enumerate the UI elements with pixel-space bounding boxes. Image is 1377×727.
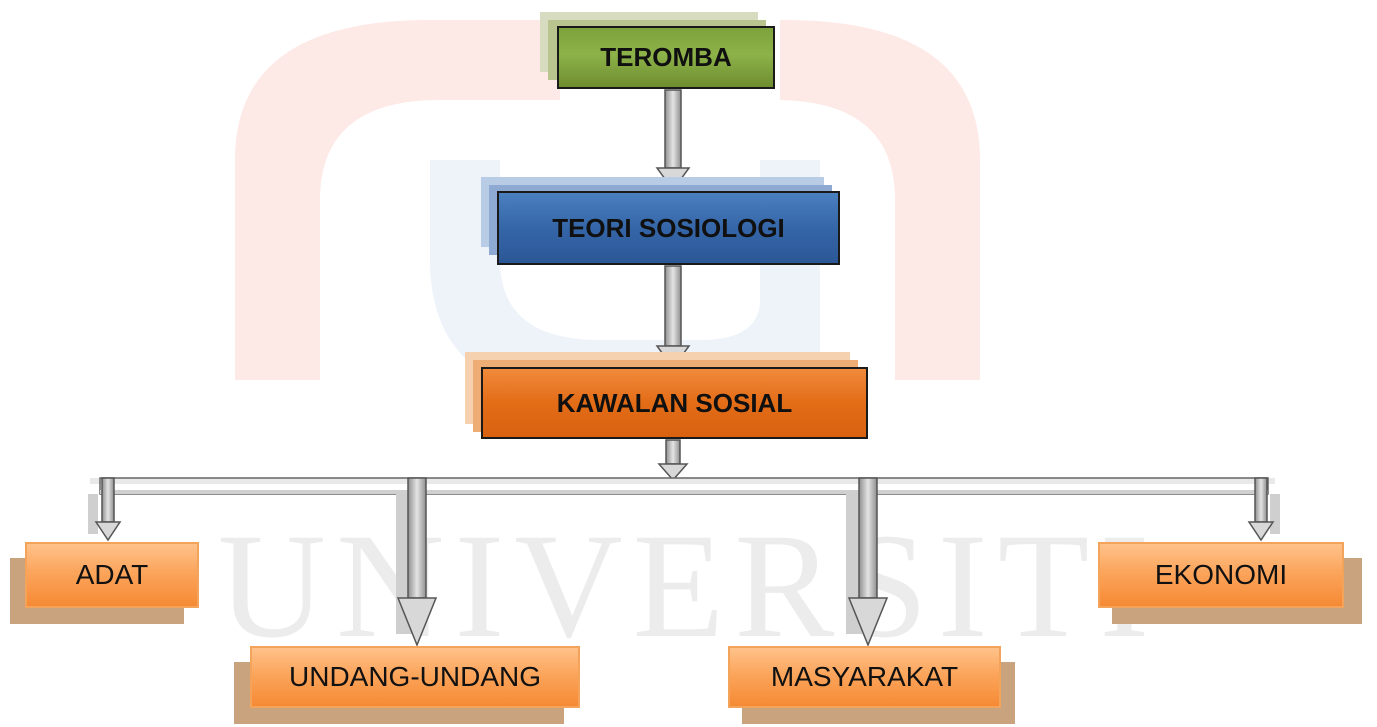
arrow-to-adat <box>94 477 122 542</box>
watermark-u-blue <box>430 160 820 400</box>
leaf-masyarakat: MASYARAKAT <box>728 646 1001 708</box>
leaf-adat: ADAT <box>25 542 199 608</box>
branch-shadow-adat <box>88 494 98 534</box>
node-teromba: TEROMBA <box>557 26 775 89</box>
branch-shadow-ekonomi <box>1270 494 1280 534</box>
watermark-arch-red-right <box>775 20 980 380</box>
node-kawalan-sosial: KAWALAN SOSIAL <box>481 367 868 439</box>
node-teori-sosiologi-label: TEORI SOSIOLOGI <box>552 212 785 243</box>
node-teori-sosiologi: TEORI SOSIOLOGI <box>497 191 840 265</box>
node-teromba-label: TEROMBA <box>600 42 732 72</box>
leaf-masyarakat-label: MASYARAKAT <box>770 661 959 692</box>
arrow-to-undang-undang <box>396 477 438 648</box>
leaf-adat-label: ADAT <box>75 559 149 590</box>
arrow-to-ekonomi <box>1247 477 1275 542</box>
arrow-root-to-level2 <box>655 89 691 192</box>
leaf-undang-undang: UNDANG-UNDANG <box>250 646 580 708</box>
leaf-ekonomi-label: EKONOMI <box>1154 559 1288 590</box>
leaf-undang-undang-label: UNDANG-UNDANG <box>289 661 541 692</box>
arrow-level3-to-bus <box>657 439 689 482</box>
arrow-to-masyarakat <box>847 477 889 648</box>
horizontal-bus <box>90 477 1275 495</box>
watermark-arch-red <box>235 20 560 380</box>
watermark-text: UNIVERSITI <box>217 503 1160 669</box>
node-kawalan-sosial-label: KAWALAN SOSIAL <box>556 387 793 418</box>
leaf-ekonomi: EKONOMI <box>1098 542 1344 608</box>
